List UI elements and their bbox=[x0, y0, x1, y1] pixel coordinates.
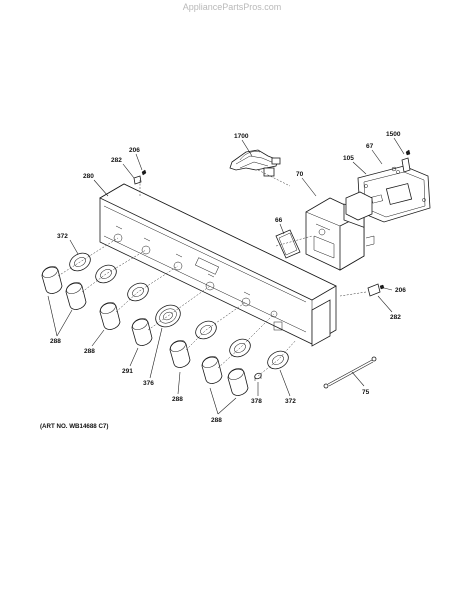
assembly-lines bbox=[57, 169, 367, 377]
label-1500[interactable]: 1500 bbox=[386, 131, 401, 138]
part-labels: 1700 1500 67 105 70 206 282 280 66 372 2… bbox=[50, 131, 406, 424]
leader-lines bbox=[47, 137, 405, 415]
label-206-right[interactable]: 206 bbox=[395, 287, 406, 294]
screw-top[interactable] bbox=[133, 169, 147, 185]
label-70[interactable]: 70 bbox=[296, 171, 304, 178]
oven-control[interactable] bbox=[305, 191, 375, 271]
label-105[interactable]: 105 bbox=[343, 155, 354, 162]
knob[interactable] bbox=[65, 280, 87, 310]
label-372-left[interactable]: 372 bbox=[57, 233, 68, 240]
label-376[interactable]: 376 bbox=[143, 380, 154, 387]
label-378[interactable]: 378 bbox=[251, 398, 262, 405]
knob[interactable] bbox=[131, 316, 153, 346]
watermark: AppliancePartsPros.com bbox=[182, 2, 282, 12]
label-288-mid[interactable]: 288 bbox=[84, 348, 95, 355]
label-288-center[interactable]: 288 bbox=[172, 396, 183, 403]
label-66[interactable]: 66 bbox=[275, 217, 283, 224]
control-board-assembly[interactable] bbox=[357, 149, 431, 223]
label-288-left[interactable]: 288 bbox=[50, 338, 61, 345]
knob[interactable] bbox=[41, 264, 63, 294]
knob-bezel-led[interactable] bbox=[152, 301, 185, 331]
label-206-top[interactable]: 206 bbox=[129, 147, 140, 154]
label-282-top[interactable]: 282 bbox=[111, 157, 122, 164]
label-372-right[interactable]: 372 bbox=[285, 398, 296, 405]
label-282-right[interactable]: 282 bbox=[390, 314, 401, 321]
knob[interactable] bbox=[169, 338, 191, 368]
label-280[interactable]: 280 bbox=[83, 173, 94, 180]
ground-wire[interactable] bbox=[323, 356, 377, 389]
knob[interactable] bbox=[99, 300, 121, 330]
label-288-bottom[interactable]: 288 bbox=[211, 417, 222, 424]
knob[interactable] bbox=[201, 354, 223, 384]
control-panel[interactable] bbox=[99, 183, 337, 347]
label-67[interactable]: 67 bbox=[366, 143, 374, 150]
label-1700[interactable]: 1700 bbox=[234, 133, 249, 140]
wire-harness[interactable] bbox=[229, 149, 281, 177]
insulation-pad[interactable] bbox=[275, 229, 301, 259]
label-291[interactable]: 291 bbox=[122, 368, 133, 375]
label-75[interactable]: 75 bbox=[362, 389, 370, 396]
screw-right[interactable] bbox=[367, 283, 385, 297]
art-number: (ART NO. WB14688 C7) bbox=[40, 423, 108, 430]
knob[interactable] bbox=[227, 366, 249, 396]
